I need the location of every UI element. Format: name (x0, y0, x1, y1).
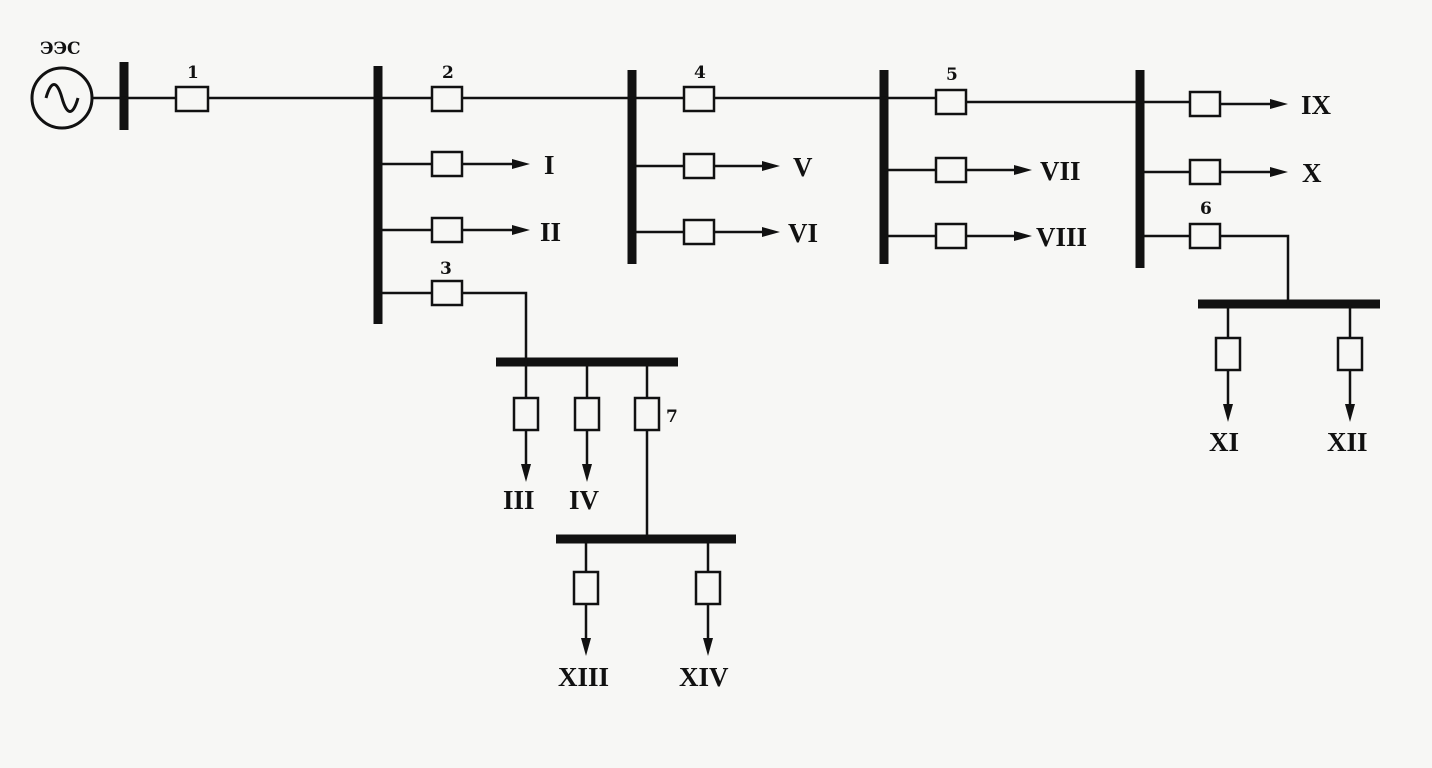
arrow-icon (512, 225, 530, 235)
feeder-line-III (512, 362, 540, 470)
feeder-line-X (1140, 158, 1280, 186)
feeder-line-IX (1188, 90, 1280, 118)
breaker-number-1: 1 (187, 63, 199, 83)
source-label: ЭЭС (40, 39, 81, 59)
arrow-icon (762, 161, 780, 171)
feeder-line-VI (632, 218, 772, 246)
breaker-number-5: 5 (946, 65, 958, 85)
feeder-line-XI (1214, 304, 1242, 410)
feeder-line-V (632, 152, 772, 180)
feeder-label-XIV: XIV (679, 662, 729, 692)
tie-line-7 (633, 362, 661, 539)
arrow-icon (703, 638, 713, 656)
arrow-icon (521, 464, 531, 482)
arrow-icon (581, 638, 591, 656)
tie-line-3 (378, 279, 528, 362)
feeder-label-XIII: XIII (558, 662, 609, 692)
breaker-number-7: 7 (666, 407, 678, 427)
breaker-7 (633, 396, 661, 432)
main-line (92, 96, 1190, 104)
arrow-icon (1223, 404, 1233, 422)
breaker-number-2: 2 (442, 63, 454, 83)
feeder-label-X: X (1302, 158, 1322, 188)
feeder-line-VIII (884, 222, 1024, 250)
feeder-line-XII (1336, 304, 1364, 410)
feeder-label-V: V (793, 152, 813, 182)
feeder-label-VIII: VIII (1036, 222, 1087, 252)
arrow-icon (1345, 404, 1355, 422)
breaker-6 (1188, 222, 1222, 250)
feeder-label-XII: XII (1327, 427, 1368, 457)
breaker-2 (430, 85, 464, 113)
breaker-5 (934, 88, 968, 116)
arrow-icon (1270, 167, 1288, 177)
sine-wave-icon (44, 83, 80, 113)
arrow-icon (512, 159, 530, 169)
feeder-label-I: I (544, 150, 555, 180)
feeder-line-I (378, 150, 522, 178)
tie-line-6 (1140, 222, 1290, 304)
power-system-source (30, 66, 94, 130)
arrow-icon (1270, 99, 1288, 109)
breaker-number-4: 4 (694, 63, 706, 83)
feeder-line-VII (884, 156, 1024, 184)
feeder-line-XIV (694, 539, 722, 644)
feeder-line-II (378, 216, 522, 244)
arrow-icon (582, 464, 592, 482)
feeder-label-IX: IX (1301, 90, 1332, 120)
breaker-3 (430, 279, 464, 307)
breaker-1 (174, 85, 210, 113)
arrow-icon (1014, 165, 1032, 175)
feeder-label-III: III (503, 485, 535, 515)
feeder-label-VII: VII (1040, 156, 1081, 186)
arrow-icon (762, 227, 780, 237)
feeder-line-IV (573, 362, 601, 470)
breaker-number-6: 6 (1200, 199, 1212, 219)
feeder-line-XIII (572, 539, 600, 644)
feeder-label-IV: IV (569, 485, 600, 515)
feeder-label-II: II (540, 217, 561, 247)
arrow-icon (1014, 231, 1032, 241)
breaker-4 (682, 85, 716, 113)
breaker-number-3: 3 (440, 259, 452, 279)
feeder-label-VI: VI (788, 218, 818, 248)
feeder-label-XI: XI (1209, 427, 1239, 457)
